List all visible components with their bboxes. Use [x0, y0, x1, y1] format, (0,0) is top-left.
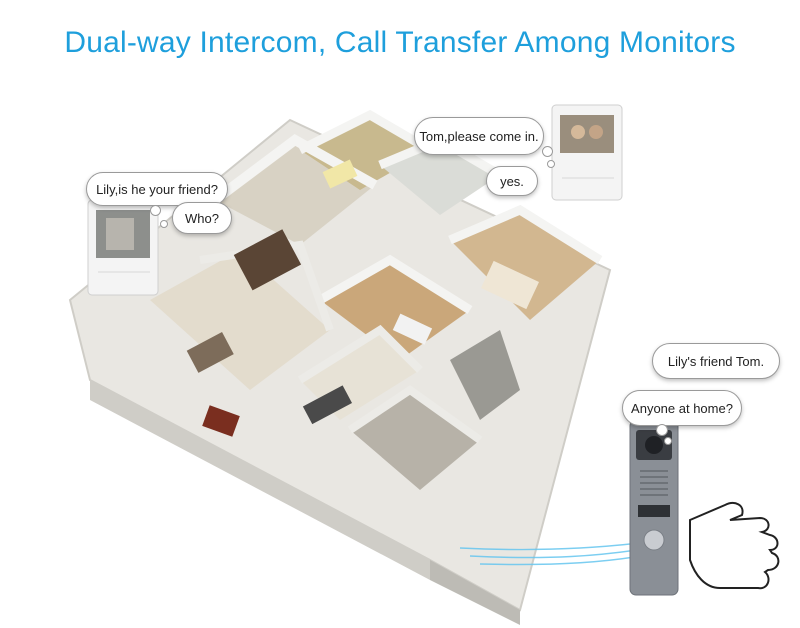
door-station: [629, 419, 679, 596]
indoor-monitor-left: [87, 199, 159, 296]
indoor-monitor-right: [551, 104, 623, 201]
speech-bubble-yes: yes.: [486, 166, 538, 196]
speech-bubble-who: Who?: [172, 202, 232, 234]
speech-bubble-lily-question: Lily,is he your friend?: [86, 172, 228, 206]
page-title: Dual-way Intercom, Call Transfer Among M…: [64, 26, 736, 59]
bubble-tail-dot: [547, 160, 555, 168]
pointing-hand-icon: [689, 502, 780, 590]
bubble-tail-dot: [150, 205, 161, 216]
speech-bubble-lily-friend: Lily's friend Tom.: [652, 343, 780, 379]
bubble-tail-dot: [542, 146, 553, 157]
apartment-floor-plan: [68, 109, 612, 625]
bubble-tail-dot: [160, 220, 168, 228]
speech-bubble-tom-come-in: Tom,please come in.: [414, 117, 544, 155]
speech-bubble-anyone-home: Anyone at home?: [622, 390, 742, 426]
bubble-tail-dot: [656, 424, 668, 436]
bubble-tail-dot: [664, 437, 672, 445]
